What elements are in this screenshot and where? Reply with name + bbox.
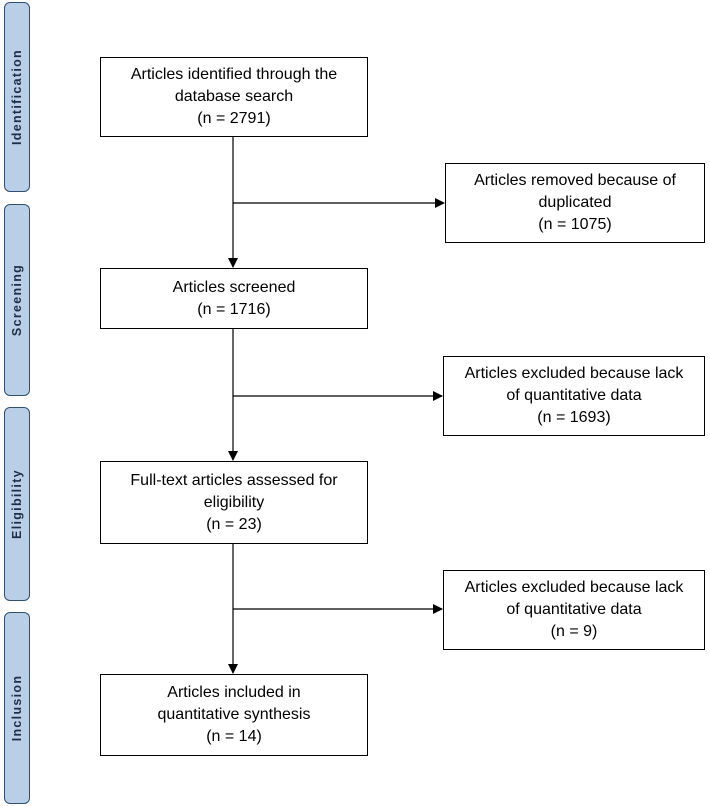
box-included-line1: Articles included in — [167, 684, 301, 701]
box-excluded-eligibility: Articles excluded because lack of quanti… — [443, 570, 705, 650]
box-included-line2: quantitative synthesis — [157, 706, 311, 723]
box-excluded-screening-line1: Articles excluded because lack — [464, 365, 684, 382]
box-fulltext-assessed: Full-text articles assessed for eligibil… — [100, 461, 368, 544]
box-assessed-line1: Full-text articles assessed for — [130, 471, 338, 489]
box-removed-line2: duplicated — [538, 194, 612, 211]
box-excluded-screening-line2: of quantitative data — [506, 387, 642, 404]
box-assessed-line2: eligibility — [203, 493, 265, 511]
box-identified-line3: (n = 2791) — [197, 110, 271, 127]
box-articles-screened: Articles screened (n = 1716) — [100, 268, 368, 329]
box-excluded-eligibility-line2: of quantitative data — [506, 601, 642, 618]
box-identified-line2: database search — [174, 88, 294, 105]
box-screened-line2: (n = 1716) — [197, 300, 271, 318]
box-excluded-eligibility-line3: (n = 9) — [550, 623, 598, 640]
box-articles-identified: Articles identified through the database… — [100, 57, 368, 137]
box-removed-line3: (n = 1075) — [538, 216, 612, 233]
box-assessed-line3: (n = 23) — [206, 515, 262, 533]
box-articles-included: Articles included in quantitative synthe… — [100, 674, 368, 756]
box-identified-line1: Articles identified through the — [130, 66, 338, 83]
stage-screening: Screening — [4, 204, 30, 396]
stage-identification: Identification — [4, 2, 30, 192]
stage-eligibility: Eligibility — [4, 407, 30, 601]
box-included-line3: (n = 14) — [206, 728, 262, 745]
stage-inclusion: Inclusion — [4, 612, 30, 804]
box-excluded-eligibility-line1: Articles excluded because lack — [464, 579, 684, 596]
box-removed-line1: Articles removed because of — [474, 172, 676, 189]
box-screened-line1: Articles screened — [172, 278, 296, 296]
box-excluded-screening: Articles excluded because lack of quanti… — [443, 356, 705, 436]
box-removed-duplicates: Articles removed because of duplicated (… — [445, 163, 705, 243]
box-excluded-screening-line3: (n = 1693) — [537, 409, 611, 426]
